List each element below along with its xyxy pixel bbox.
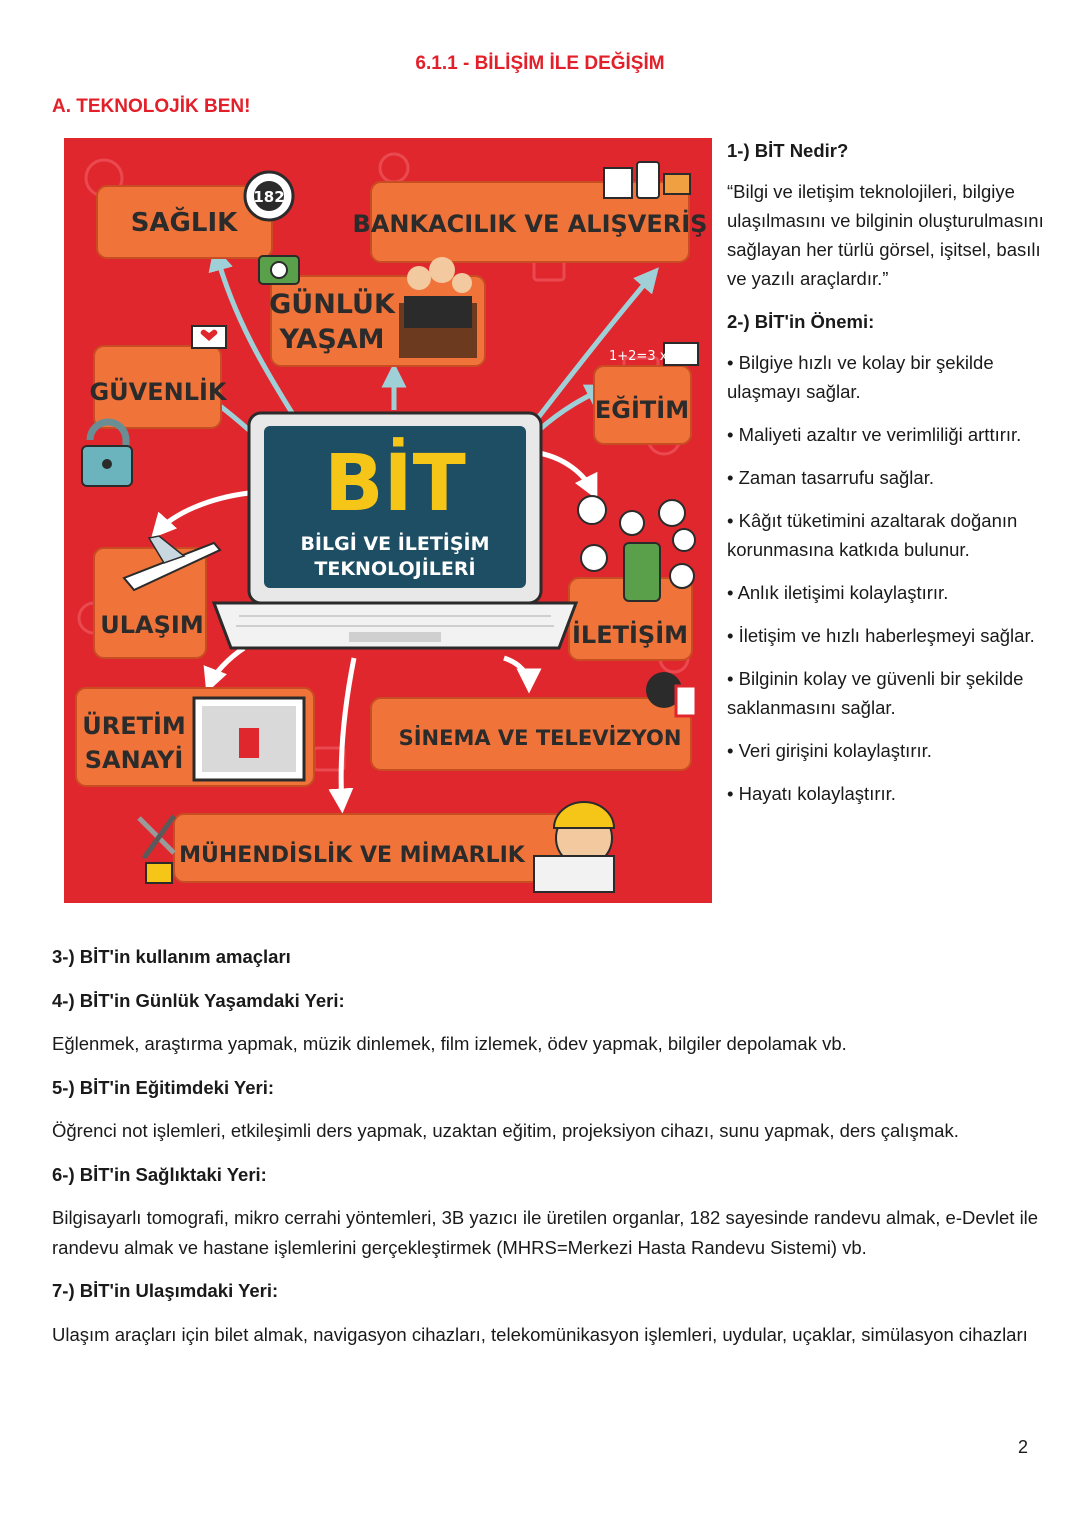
list-item: • Hayatı kolaylaştırır. [727, 783, 896, 804]
arrows-white [150, 450, 598, 814]
importance-list: • Bilgiye hızlı ve kolay bir şekilde ula… [727, 348, 1047, 808]
list-item: • Maliyeti azaltır ve verimliliği arttır… [727, 424, 1022, 445]
padlock-icon [81, 418, 133, 487]
text-education: Öğrenci not işlemleri, etkileşimli ders … [52, 1120, 959, 1141]
lower-section: 3-) BİT'in kullanım amaçları 4-) BİT'in … [52, 942, 1042, 1363]
list-item: • Anlık iletişimi kolaylaştırır. [727, 582, 949, 603]
text-health: Bilgisayarlı tomografi, mikro cerrahi yö… [52, 1207, 1039, 1258]
page-number: 2 [1017, 1437, 1028, 1457]
label-iletisim: İLETİŞİM [572, 620, 688, 649]
label-saglik: SAĞLIK [131, 206, 238, 238]
heading-usage-purposes: 3-) BİT'in kullanım amaçları [52, 946, 291, 967]
education-laptop-icon: 1+2=3 x [609, 342, 699, 366]
bit-infographic: SAĞLIK BANKACILIK VE ALIŞVERİŞ GÜNLÜK YA… [64, 138, 712, 903]
label-uretim-2: SANAYİ [85, 745, 184, 774]
section-title: A. TEKNOLOJİK BEN! [52, 96, 251, 117]
film-popcorn-icon [646, 672, 698, 718]
list-item: • İletişim ve hızlı haberleşmeyi sağlar. [727, 625, 1035, 646]
heading-transport: 7-) BİT'in Ulaşımdaki Yeri: [52, 1280, 279, 1301]
label-uretim-1: ÜRETİM [82, 710, 186, 740]
list-item: • Bilginin kolay ve güvenli bir şekilde … [727, 668, 1024, 718]
label-sinema: SİNEMA VE TELEVİZYON [399, 725, 682, 750]
label-ulasim: ULAŞIM [100, 611, 203, 639]
central-laptop [211, 411, 579, 650]
document-title: 6.1.1 - BİLİŞİM İLE DEĞİŞİM [415, 53, 665, 74]
question-2-heading: 2-) BİT'in Önemi: [727, 311, 875, 332]
social-network-icon [577, 495, 696, 602]
bit-subtitle-2: TEKNOLOJİLERİ [314, 556, 475, 580]
label-muhendislik: MÜHENDİSLİK VE MİMARLIK [179, 842, 526, 868]
shopping-devices-icon [603, 161, 691, 199]
family-tv-icon [399, 257, 477, 358]
question-1-heading: 1-) BİT Nedir? [727, 140, 849, 161]
bit-big-title: BİT [324, 437, 466, 529]
heading-daily-life: 4-) BİT'in Günlük Yaşamdaki Yeri: [52, 989, 345, 1011]
heading-health: 6-) BİT'in Sağlıktaki Yeri: [52, 1163, 267, 1185]
text-daily-life: Eğlenmek, araştırma yapmak, müzik dinlem… [52, 1033, 847, 1054]
list-item: • Zaman tasarrufu sağlar. [727, 467, 934, 488]
laptop-heart-icon [191, 325, 227, 349]
bit-definition: “Bilgi ve iletişim teknolojileri, bilgiy… [727, 181, 1044, 289]
list-item: • Bilgiye hızlı ve kolay bir şekilde ula… [727, 352, 994, 402]
label-gunluk-1: GÜNLÜK [269, 287, 396, 320]
camera-icon [258, 255, 300, 285]
label-egitim: EĞİTİM [595, 394, 689, 424]
phone-182-icon: 182 [243, 170, 295, 222]
engineer-icon [533, 801, 616, 893]
heading-education: 5-) BİT'in Eğitimdeki Yeri: [52, 1076, 274, 1098]
3d-printer-icon [192, 696, 306, 782]
airplane-icon [122, 535, 222, 592]
tools-icon [137, 814, 177, 884]
svg-text:182: 182 [253, 188, 284, 206]
label-guvenlik: GÜVENLİK [89, 376, 227, 406]
list-item: • Veri girişini kolaylaştırır. [727, 740, 932, 761]
label-bankacilik: BANKACILIK VE ALIŞVERİŞ [353, 209, 708, 238]
list-item: • Kâğıt tüketimini azaltarak doğanın kor… [727, 510, 1018, 560]
right-column: 1-) BİT Nedir? “Bilgi ve iletişim teknol… [727, 136, 1047, 822]
svg-text:1+2=3 x: 1+2=3 x [609, 349, 668, 364]
text-transport: Ulaşım araçları için bilet almak, naviga… [52, 1323, 1028, 1345]
bit-subtitle-1: BİLGİ VE İLETİŞİM [300, 531, 489, 555]
label-gunluk-2: YAŞAM [278, 324, 384, 355]
